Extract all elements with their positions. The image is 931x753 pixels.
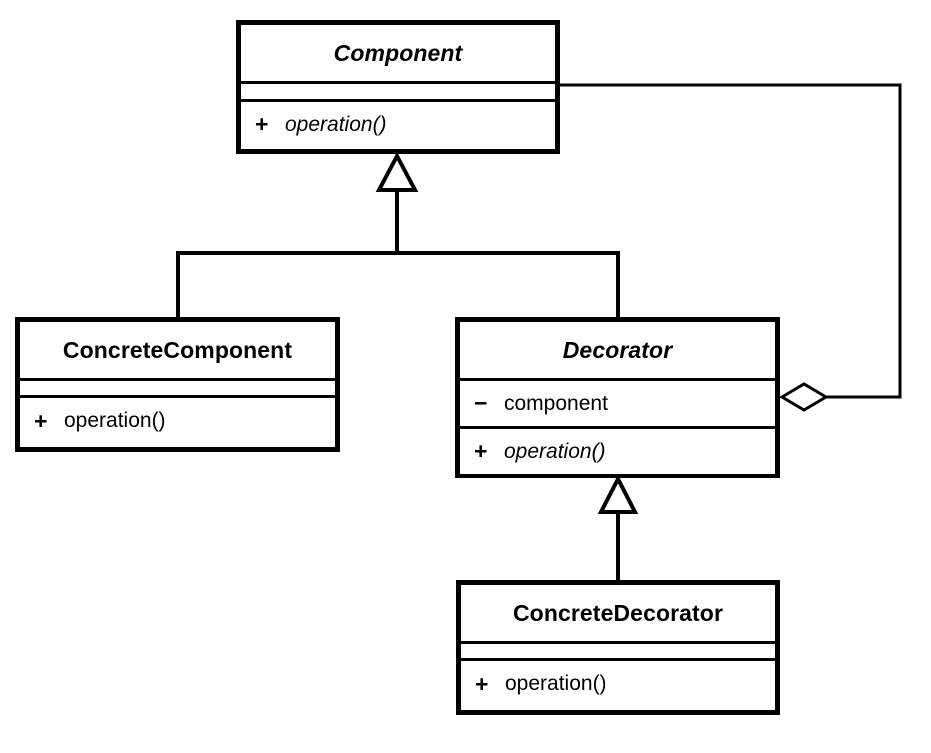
visibility-marker: +: [475, 670, 489, 697]
hollow-triangle-icon: [375, 151, 419, 192]
class-name-concretecomponent: ConcreteComponent: [20, 322, 335, 378]
visibility-marker: +: [34, 407, 48, 434]
attributes-compartment-concretecomponent: [20, 378, 335, 395]
operation-row-decorator-operation: + operation(): [460, 426, 775, 474]
operation-row-concretecomponent-operation: + operation(): [20, 395, 335, 444]
class-name-concretedecorator: ConcreteDecorator: [461, 585, 775, 641]
class-name-decorator: Decorator: [460, 322, 775, 378]
operation-row-component-operation: + operation(): [241, 99, 555, 147]
class-box-concretedecorator[interactable]: ConcreteDecorator + operation(): [456, 580, 780, 715]
class-box-component[interactable]: Component + operation(): [236, 20, 560, 154]
visibility-marker: +: [255, 111, 269, 137]
hollow-triangle-icon: [597, 474, 639, 514]
visibility-marker: +: [474, 438, 488, 464]
class-box-concretecomponent[interactable]: ConcreteComponent + operation(): [15, 317, 340, 452]
visibility-marker: −: [474, 390, 488, 416]
class-name-component: Component: [241, 25, 555, 81]
operation-label: operation(): [285, 112, 387, 136]
generalization-to-component: [176, 151, 620, 319]
attribute-row-decorator-component: − component: [460, 378, 775, 426]
hollow-diamond-icon: [779, 382, 829, 412]
operation-label: operation(): [505, 672, 607, 695]
attribute-label: component: [504, 391, 608, 415]
generalization-to-decorator: [597, 474, 639, 582]
operation-row-concretedecorator-operation: + operation(): [461, 658, 775, 707]
attributes-compartment-component: [241, 81, 555, 99]
class-box-decorator[interactable]: Decorator − component + operation(): [455, 317, 780, 478]
attributes-compartment-concretedecorator: [461, 641, 775, 658]
aggregation-decorator-component: [560, 83, 902, 412]
operation-label: operation(): [504, 439, 606, 463]
operation-label: operation(): [64, 409, 166, 432]
